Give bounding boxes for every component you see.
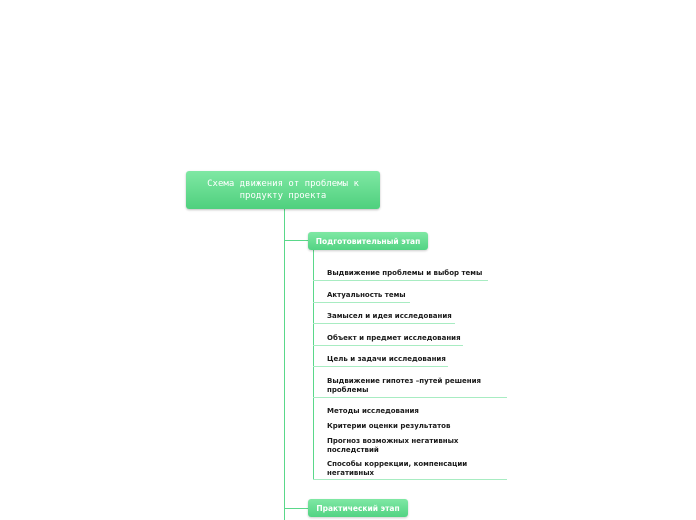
list-item[interactable]: Актуальность темы <box>327 291 406 299</box>
item-underline <box>313 366 448 367</box>
item-underline <box>313 280 488 281</box>
list-item[interactable]: Методы исследования <box>327 407 419 415</box>
item-underline <box>313 397 507 398</box>
item-underline <box>313 479 507 480</box>
list-item[interactable]: Прогноз возможных негативных последствий <box>327 437 459 454</box>
stage-node-practical[interactable]: Практический этап <box>308 499 408 517</box>
list-item[interactable]: Объект и предмет исследования <box>327 334 461 342</box>
root-topic-label: Схема движения от проблемы к продукту пр… <box>207 179 359 201</box>
root-trunk-connector <box>284 209 285 520</box>
list-item[interactable]: Выдвижение проблемы и выбор темы <box>327 269 483 277</box>
root-topic-node[interactable]: Схема движения от проблемы к продукту пр… <box>186 171 380 209</box>
list-item[interactable]: Замысел и идея исследования <box>327 312 452 320</box>
list-item[interactable]: Выдвижение гипотез –путей решения пробле… <box>327 377 482 394</box>
stage1-branch-connector <box>284 240 308 241</box>
stage-node-label: Практический этап <box>316 503 400 513</box>
item-underline <box>313 345 463 346</box>
list-item[interactable]: Способы коррекции, компенсации негативны… <box>327 460 468 477</box>
stage2-branch-connector <box>284 508 308 509</box>
stage-node-preparatory[interactable]: Подготовительный этап <box>308 232 428 250</box>
list-item[interactable]: Цель и задачи исследования <box>327 355 446 363</box>
list-item[interactable]: Критерии оценки результатов <box>327 422 451 430</box>
item-underline <box>313 302 410 303</box>
stage-node-label: Подготовительный этап <box>315 236 421 246</box>
stage1-children-connector <box>313 249 314 479</box>
item-underline <box>313 323 455 324</box>
